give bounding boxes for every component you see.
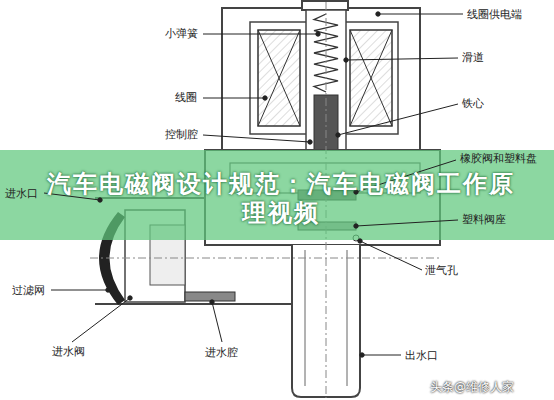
part-label: 进水口 bbox=[5, 187, 38, 200]
part-label: 线圈 bbox=[175, 91, 197, 104]
outlet-tube bbox=[347, 250, 348, 386]
part-label: 小弹簧 bbox=[165, 27, 198, 40]
banner-band bbox=[0, 150, 554, 240]
part-label: 出水口 bbox=[405, 349, 438, 362]
part-label: 进水腔 bbox=[205, 346, 238, 359]
banner-title: 汽车电磁阀设计规范：汽车电磁阀工作原理视频 bbox=[40, 170, 522, 228]
part-label: 线圈供电端 bbox=[467, 8, 522, 21]
watermark: 头条@维修人家 bbox=[430, 380, 514, 394]
part-label: 控制腔 bbox=[165, 128, 198, 141]
outlet-tube bbox=[305, 250, 306, 386]
part-label: 铁心 bbox=[462, 97, 484, 110]
part-label: 进水阀 bbox=[52, 345, 85, 358]
part-label: 橡胶阀和塑料盘 bbox=[460, 152, 537, 165]
part-label: 泄气孔 bbox=[425, 264, 458, 277]
power-terminal bbox=[302, 1, 348, 10]
inlet-chamber bbox=[185, 292, 235, 301]
part-label: 过滤网 bbox=[12, 284, 45, 297]
centerline bbox=[90, 258, 440, 259]
inlet-pipe bbox=[95, 303, 292, 305]
part-label: 滑道 bbox=[462, 51, 484, 64]
part-label: 塑料阀座 bbox=[462, 213, 506, 226]
